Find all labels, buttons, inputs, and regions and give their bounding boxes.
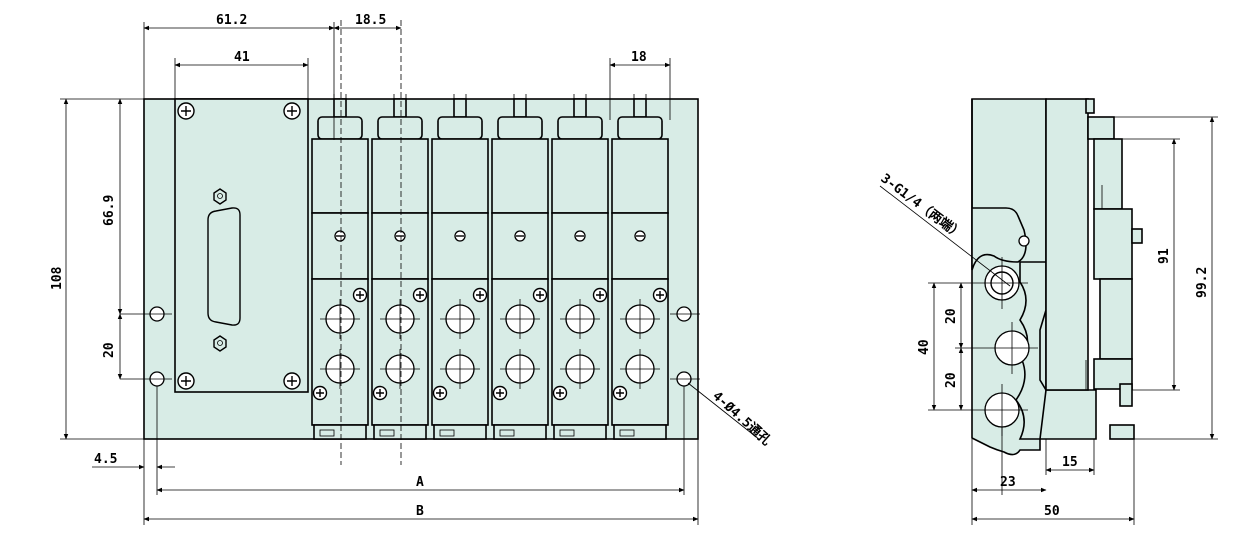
dim-61-2: 61.2 xyxy=(216,13,247,28)
dim-91: 91 xyxy=(1157,248,1172,264)
screw-icon xyxy=(283,102,301,120)
valve-cap xyxy=(377,116,423,140)
dim-20-upper: 20 xyxy=(944,308,959,324)
valve-foot xyxy=(373,424,427,440)
solenoid-body xyxy=(371,138,429,214)
hole-note: 4-Ø4.5通孔 xyxy=(709,388,774,449)
solenoid-body xyxy=(311,138,369,214)
port-note: 3-G1/4（两端） xyxy=(878,170,967,242)
valve-foot xyxy=(313,424,367,440)
dim-4-5: 4.5 xyxy=(94,452,117,467)
valve-cap xyxy=(557,116,603,140)
valve-foot xyxy=(613,424,667,440)
screw-icon xyxy=(283,372,301,390)
front-view: 61.2 18.5 41 18 66.9 108 20 4.5 A B 4-Ø4… xyxy=(50,13,774,525)
valve-stations xyxy=(311,94,669,440)
valve-station xyxy=(311,94,369,440)
dim-40: 40 xyxy=(917,339,932,355)
coil-block xyxy=(551,212,609,280)
dim-18-5: 18.5 xyxy=(355,13,386,28)
wire-stub xyxy=(573,98,587,118)
valve-cap xyxy=(317,116,363,140)
dim-20: 20 xyxy=(102,342,117,358)
dim-50: 50 xyxy=(1044,504,1060,519)
dim-a: A xyxy=(416,475,424,490)
valve-cap xyxy=(437,116,483,140)
valve-station xyxy=(431,94,489,440)
coil-block xyxy=(611,212,669,280)
wire-stub xyxy=(393,98,407,118)
side-view: 91 99.2 40 20 20 23 15 50 3-G1/4（两端） xyxy=(878,98,1218,525)
connector-cover xyxy=(174,98,309,393)
wire-stub xyxy=(453,98,467,118)
solenoid-body xyxy=(551,138,609,214)
solenoid-body xyxy=(611,138,669,214)
dim-15: 15 xyxy=(1062,455,1078,470)
dim-18: 18 xyxy=(631,50,647,65)
dim-41: 41 xyxy=(234,50,250,65)
wire-stub xyxy=(633,98,647,118)
valve-station xyxy=(611,94,669,440)
solenoid-body xyxy=(491,138,549,214)
dim-108: 108 xyxy=(50,266,65,290)
dim-20-lower: 20 xyxy=(944,372,959,388)
valve-station xyxy=(371,94,429,440)
dim-23: 23 xyxy=(1000,475,1016,490)
valve-foot xyxy=(433,424,487,440)
solenoid-body xyxy=(431,138,489,214)
coil-block xyxy=(371,212,429,280)
wire-stub xyxy=(333,98,347,118)
valve-foot xyxy=(553,424,607,440)
valve-foot xyxy=(493,424,547,440)
d-sub-connector-icon xyxy=(207,188,241,352)
screw-icon xyxy=(177,102,195,120)
coil-block xyxy=(491,212,549,280)
dim-b: B xyxy=(416,504,424,519)
dim-99-2: 99.2 xyxy=(1195,267,1210,298)
valve-cap xyxy=(497,116,543,140)
valve-cap xyxy=(617,116,663,140)
coil-block xyxy=(431,212,489,280)
valve-station xyxy=(491,94,549,440)
dim-66-9: 66.9 xyxy=(102,195,117,226)
valve-station xyxy=(551,94,609,440)
coil-block xyxy=(311,212,369,280)
screw-icon xyxy=(177,372,195,390)
wire-stub xyxy=(513,98,527,118)
